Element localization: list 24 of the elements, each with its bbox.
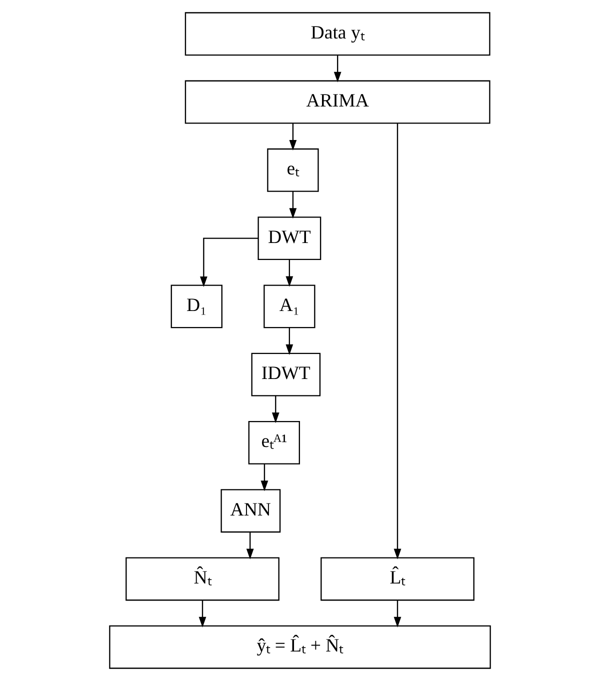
arrow (272, 396, 280, 424)
arrow (260, 464, 268, 492)
node-box: DWT (258, 216, 322, 260)
arrow (334, 55, 342, 82)
node-box: IDWT (251, 352, 321, 396)
arrow (289, 123, 297, 151)
arrow (286, 259, 294, 287)
node-box: L̂ₜ (320, 557, 474, 601)
node-box: Data yₜ (184, 12, 490, 56)
arrow (286, 328, 294, 355)
arrow (394, 123, 402, 560)
arrow (200, 238, 258, 288)
arrow (198, 600, 206, 628)
node-box: ANN (220, 489, 281, 533)
node-box: eₜᴬ¹ (248, 420, 300, 464)
arrow (246, 532, 254, 560)
node-box: ARIMA (184, 80, 490, 124)
node-box: eₜ (267, 148, 319, 192)
node-box: D₁ (170, 284, 222, 328)
node-box: N̂ₜ (126, 557, 280, 601)
arrow (289, 191, 297, 219)
arrow (394, 600, 402, 628)
node-box: A₁ (264, 284, 316, 328)
node-box: ŷₜ = L̂ₜ + N̂ₜ (109, 625, 491, 669)
